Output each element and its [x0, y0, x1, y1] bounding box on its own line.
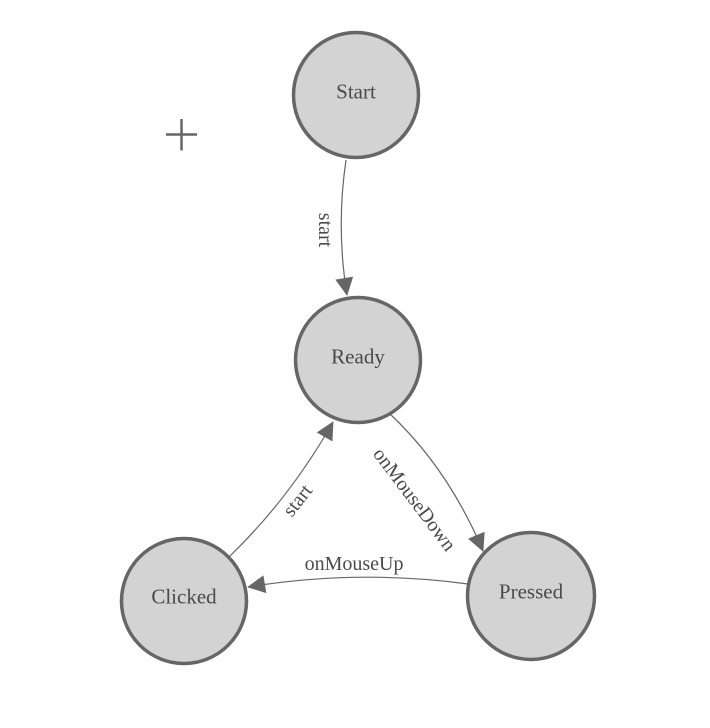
- edge-label: start: [314, 213, 336, 248]
- node-circle: [465, 530, 597, 662]
- edge-path: [247, 575, 469, 594]
- node-label: Pressed: [499, 579, 564, 603]
- edge-label: onMouseDown: [368, 444, 460, 556]
- edge-path: [388, 412, 485, 552]
- node-circle: [293, 295, 423, 425]
- node-circle: [291, 30, 421, 160]
- node-pressed[interactable]: Pressed: [465, 530, 597, 662]
- node-label: Clicked: [151, 584, 217, 608]
- edge-pressed-to-clicked[interactable]: onMouseUp: [247, 553, 469, 594]
- edge-label: onMouseUp: [305, 553, 404, 575]
- edge-start-to-ready[interactable]: start: [314, 159, 354, 296]
- plus-crosshair-cursor-icon: [166, 119, 197, 151]
- edge-path: [228, 421, 334, 558]
- edge-clicked-to-ready[interactable]: start: [228, 421, 334, 558]
- node-ready[interactable]: Ready: [293, 295, 423, 425]
- edge-path: [335, 159, 354, 296]
- edge-label: start: [279, 480, 318, 521]
- node-label: Start: [336, 79, 376, 103]
- node-label: Ready: [331, 344, 385, 368]
- edge-ready-to-pressed[interactable]: onMouseDown: [368, 412, 485, 556]
- node-clicked[interactable]: Clicked: [119, 536, 249, 666]
- node-start[interactable]: Start: [291, 30, 421, 160]
- node-circle: [119, 536, 249, 666]
